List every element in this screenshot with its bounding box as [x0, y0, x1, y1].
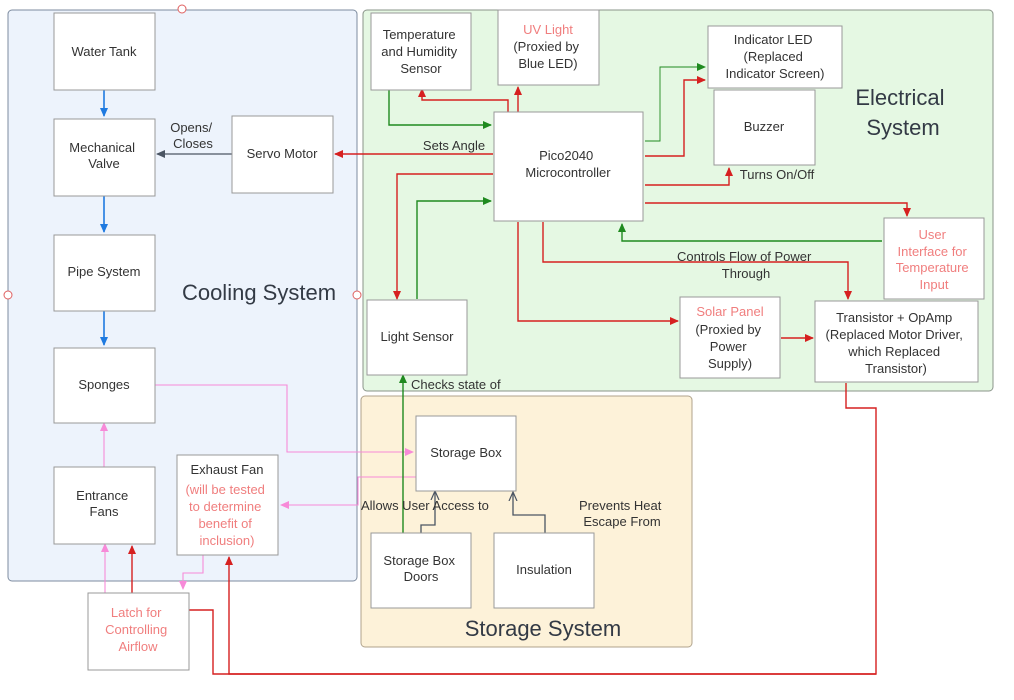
svg-text:(Proxied by Power: (Proxied by Power Supply)	[695, 322, 764, 371]
node-exhaust-fan[interactable]: Exhaust Fan (will be tested to determine…	[176, 454, 279, 556]
svg-text:Buzzer: Buzzer	[744, 119, 785, 134]
edge-pico-to-light-sensor	[393, 173, 493, 300]
svg-text:Pipe System: Pipe System	[68, 264, 141, 279]
label-sets-angle: Sets Angle	[423, 138, 485, 153]
electrical-system-title: Electrical System	[855, 85, 950, 140]
svg-text:Mechanical Valve: Mechanical Valve	[69, 140, 138, 171]
label-allows-access: Allows User Access to	[361, 498, 489, 513]
svg-text:Insulation: Insulation	[516, 562, 572, 577]
svg-text:Exhaust Fan: Exhaust Fan	[191, 462, 264, 477]
svg-text:Indicator LED (Replaced: Indicator LED (Replaced Indicator Screen…	[726, 32, 825, 81]
electrical-system-group	[362, 9, 994, 392]
label-turns-on-off: Turns On/Off	[740, 167, 815, 182]
node-storage-box[interactable]: Storage Box	[415, 415, 517, 492]
edge-pico-to-transistor	[542, 222, 852, 300]
airflow-edges	[100, 384, 417, 593]
edge-doors-to-storage	[420, 492, 435, 533]
svg-text:(Proxied by Blue LED): (Proxied by Blue LED)	[513, 39, 582, 71]
connection-handle-right[interactable]	[352, 290, 362, 300]
node-latch[interactable]: Latch for Controlling Airflow	[87, 592, 190, 671]
node-user-interface[interactable]: User Interface for Temperature Input	[883, 217, 985, 300]
node-pico-microcontroller[interactable]: Pico2040 Microcontroller	[493, 111, 644, 222]
svg-text:Latch for Controlling: Latch for Controlling Airflow	[105, 605, 171, 654]
svg-text:(will be tested to deter: (will be tested to determine benefit of …	[185, 482, 268, 548]
connection-handle-top[interactable]	[177, 4, 187, 14]
node-temp-humidity-sensor[interactable]: Temperature and Humidity Sensor	[370, 12, 472, 91]
node-solar-panel[interactable]: Solar Panel (Proxied by Power Supply)	[679, 296, 781, 379]
node-uv-light[interactable]: UV Light (Proxied by Blue LED)	[497, 9, 600, 86]
svg-text:UV Light: UV Light	[523, 22, 573, 37]
svg-text:Pico2040 Microcontroller: Pico2040 Microcontroller	[525, 148, 611, 180]
svg-text:Light Sensor: Light Sensor	[381, 329, 455, 344]
svg-text:Transistor + OpAmp (Repl: Transistor + OpAmp (Replaced Motor Drive…	[826, 310, 967, 376]
svg-text:Storage Box Doors: Storage Box Doors	[383, 553, 458, 584]
storage-system-title: Storage System	[465, 616, 622, 641]
node-storage-box-doors[interactable]: Storage Box Doors	[370, 532, 472, 609]
svg-text:Entrance Fans: Entrance Fans	[76, 488, 132, 519]
node-indicator-led[interactable]: Indicator LED (Replaced Indicator Screen…	[707, 25, 843, 89]
label-checks-state: Checks state of	[411, 377, 501, 392]
svg-text:Water Tank: Water Tank	[71, 44, 137, 59]
svg-text:Sponges: Sponges	[78, 377, 130, 392]
node-transistor-opamp[interactable]: Transistor + OpAmp (Replaced Motor Drive…	[814, 300, 979, 383]
node-entrance-fans[interactable]: Entrance Fans	[53, 466, 156, 545]
label-prevents-heat: Prevents Heat Escape From	[579, 498, 665, 529]
svg-text:Servo Motor: Servo Motor	[247, 146, 318, 161]
edge-sponges-to-storage	[155, 384, 414, 456]
edge-pico-to-indicator	[645, 76, 706, 157]
label-controls-flow: Controls Flow of Power Through	[677, 249, 815, 281]
svg-text:Solar Panel: Solar Panel	[696, 304, 763, 319]
edge-transistor-to-exhaust	[225, 556, 876, 675]
label-opens-closes: Opens/ Closes	[170, 120, 216, 151]
node-water-tank[interactable]: Water Tank	[53, 12, 156, 91]
edge-storage-to-exhaust	[280, 476, 417, 509]
edge-pico-to-indicator-green	[645, 63, 706, 142]
edge-user-interface-to-pico	[618, 223, 882, 242]
sensor-edges	[388, 90, 882, 533]
edge-insulation-to-storage	[513, 493, 546, 533]
edge-pico-to-solar	[517, 222, 679, 325]
svg-text:Storage Box: Storage Box	[430, 445, 502, 460]
node-light-sensor[interactable]: Light Sensor	[366, 299, 468, 376]
edge-pico-to-buzzer	[645, 167, 733, 186]
edge-exhaust-to-latch	[179, 555, 204, 590]
svg-text:Temperature and Humidity: Temperature and Humidity Sensor	[381, 27, 461, 76]
edge-temp-sensor-to-pico	[388, 90, 492, 129]
edge-light-sensor-to-pico	[416, 197, 492, 299]
node-insulation[interactable]: Insulation	[493, 532, 595, 609]
mechanical-edges	[156, 150, 546, 533]
svg-text:User Interface for: User Interface for Temperature Input	[896, 227, 973, 292]
node-sponges[interactable]: Sponges	[53, 347, 156, 424]
node-buzzer[interactable]: Buzzer	[713, 89, 816, 166]
cooling-system-title: Cooling System	[182, 280, 336, 305]
node-mechanical-valve[interactable]: Mechanical Valve	[53, 118, 156, 197]
edge-pico-to-temp-sensor	[418, 88, 509, 112]
node-servo-motor[interactable]: Servo Motor	[231, 115, 334, 194]
node-pipe-system[interactable]: Pipe System	[53, 234, 156, 312]
connection-handle-left[interactable]	[3, 290, 13, 300]
edge-pico-to-user-interface	[645, 202, 911, 217]
